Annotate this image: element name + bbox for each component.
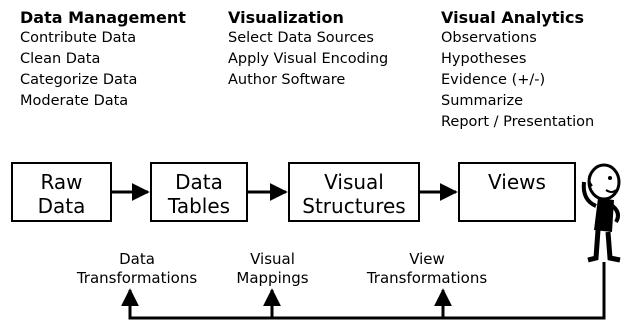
- list-item: Report / Presentation: [441, 114, 595, 130]
- thinking-person-icon: [581, 163, 621, 263]
- label-line: Transformations: [76, 269, 198, 287]
- label-line: Visual: [250, 250, 295, 268]
- column-title: Visual Analytics: [441, 8, 584, 27]
- list-item: Evidence (+/-): [441, 72, 546, 88]
- raw-data-box: Raw Data: [11, 162, 112, 222]
- box-label: Structures: [302, 194, 406, 218]
- data-transformations-label: Data Transformations: [62, 250, 212, 288]
- visualization-column: Visualization Select Data Sources Apply …: [228, 8, 388, 91]
- list-item: Hypotheses: [441, 51, 527, 67]
- box-label: Visual: [324, 170, 384, 194]
- view-transformations-label: View Transformations: [362, 250, 492, 288]
- list-item: Clean Data: [20, 51, 101, 67]
- list-item: Select Data Sources: [228, 30, 374, 46]
- list-item: Moderate Data: [20, 93, 129, 109]
- list-item: Observations: [441, 30, 537, 46]
- feedback-line: [128, 262, 606, 320]
- column-title: Data Management: [20, 8, 186, 27]
- list-item: Apply Visual Encoding: [228, 51, 389, 67]
- list-item: Summarize: [441, 93, 524, 109]
- box-label: Views: [488, 170, 546, 194]
- box-label: Data: [175, 170, 223, 194]
- visual-analytics-column: Visual Analytics Observations Hypotheses…: [441, 8, 594, 133]
- label-line: Transformations: [366, 269, 488, 287]
- box-label: Tables: [167, 194, 231, 218]
- box-label: Raw: [40, 170, 83, 194]
- list-item: Author Software: [228, 72, 346, 88]
- visual-structures-box: Visual Structures: [288, 162, 420, 222]
- column-title: Visualization: [228, 8, 344, 27]
- data-tables-box: Data Tables: [150, 162, 248, 222]
- list-item: Categorize Data: [20, 72, 138, 88]
- box-label: Data: [37, 194, 86, 218]
- label-line: Mappings: [236, 269, 309, 287]
- label-line: Data: [119, 250, 155, 268]
- list-item: Contribute Data: [20, 30, 137, 46]
- visual-mappings-label: Visual Mappings: [225, 250, 320, 288]
- label-line: View: [409, 250, 445, 268]
- views-box: Views: [458, 162, 576, 222]
- data-management-column: Data Management Contribute Data Clean Da…: [20, 8, 186, 112]
